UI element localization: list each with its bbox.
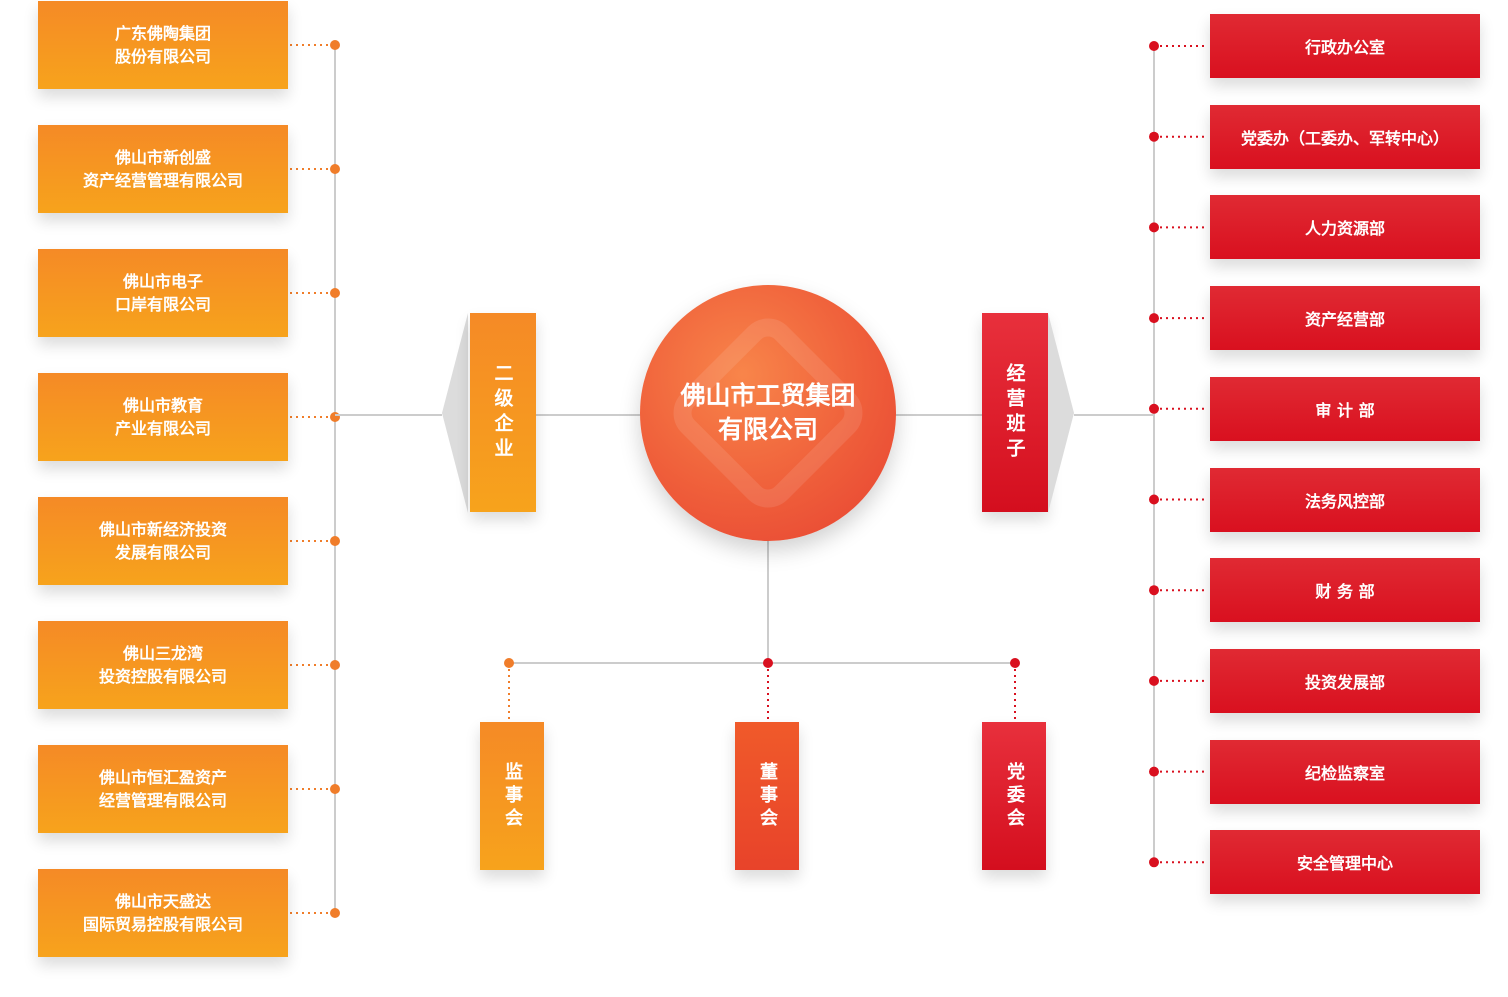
right-hub-management-team[interactable]: 经营班子 bbox=[982, 313, 1048, 512]
subsidiary-name-line1: 佛山市电子 bbox=[122, 272, 203, 291]
department-node-dot bbox=[1149, 41, 1159, 51]
department-node-dot bbox=[1149, 494, 1159, 505]
department-box[interactable]: 人力资源部 bbox=[1210, 195, 1480, 260]
subsidiary-name-line1: 广东佛陶集团 bbox=[114, 24, 211, 43]
department-box[interactable]: 投资发展部 bbox=[1210, 648, 1480, 713]
department-name: 行政办公室 bbox=[1304, 38, 1385, 57]
subsidiary-name-line2: 国际贸易控股有限公司 bbox=[82, 915, 243, 934]
left-hub-arrow bbox=[442, 313, 468, 513]
right-hub-arrow bbox=[1048, 313, 1074, 513]
department-name: 安全管理中心 bbox=[1296, 854, 1393, 874]
subsidiary-name-line1: 佛山市恒汇盈资产 bbox=[98, 768, 227, 787]
department-name: 党委办（工委办、军转中心） bbox=[1240, 128, 1449, 148]
department-box[interactable]: 法务风控部 bbox=[1210, 467, 1480, 532]
board-node-dot bbox=[763, 658, 773, 668]
department-node-dot bbox=[1149, 403, 1159, 414]
subsidiary-name-line1: 佛山市新经济投资 bbox=[98, 520, 227, 539]
department-name: 审 计 部 bbox=[1315, 400, 1375, 420]
department-node-dot bbox=[1149, 675, 1159, 686]
subsidiary-node-dot bbox=[330, 164, 340, 174]
department-node-dot bbox=[1149, 131, 1159, 142]
subsidiary-node-dot bbox=[330, 536, 340, 546]
subsidiary-node-dot bbox=[330, 784, 340, 794]
board-directors[interactable]: 董事会 bbox=[735, 722, 799, 870]
subsidiary-name-line2: 资产经营管理有限公司 bbox=[82, 171, 243, 190]
subsidiary-name-line1: 佛山市天盛达 bbox=[114, 892, 211, 911]
department-name: 纪检监察室 bbox=[1304, 763, 1385, 783]
subsidiary-box[interactable]: 广东佛陶集团股份有限公司 bbox=[38, 1, 288, 89]
department-name: 投资发展部 bbox=[1304, 672, 1385, 692]
department-name: 法务风控部 bbox=[1304, 491, 1385, 511]
board-label: 党委会 bbox=[1004, 761, 1025, 831]
subsidiary-box[interactable]: 佛山市教育产业有限公司 bbox=[38, 373, 288, 461]
board-party-committee[interactable]: 党委会 bbox=[982, 722, 1046, 870]
center-line1: 佛山市工贸集团 bbox=[680, 381, 856, 410]
department-box[interactable]: 财 务 部 bbox=[1210, 558, 1480, 623]
department-box[interactable]: 审 计 部 bbox=[1210, 376, 1480, 441]
subsidiary-node-dot bbox=[330, 660, 340, 670]
department-node-dot bbox=[1149, 766, 1159, 777]
department-box[interactable]: 纪检监察室 bbox=[1210, 739, 1480, 804]
board-node-dot bbox=[504, 658, 514, 668]
center-line2: 有限公司 bbox=[717, 415, 818, 444]
subsidiary-name-line2: 投资控股有限公司 bbox=[98, 667, 227, 686]
subsidiary-box[interactable]: 佛山市新经济投资发展有限公司 bbox=[38, 497, 288, 585]
subsidiary-box[interactable]: 佛山市恒汇盈资产经营管理有限公司 bbox=[38, 745, 288, 833]
subsidiary-name-line2: 口岸有限公司 bbox=[114, 295, 211, 314]
board-supervisors[interactable]: 监事会 bbox=[480, 722, 544, 870]
subsidiary-name-line2: 发展有限公司 bbox=[114, 543, 211, 562]
department-name: 人力资源部 bbox=[1304, 219, 1385, 239]
department-node-dot bbox=[1149, 857, 1159, 868]
board-label: 董事会 bbox=[757, 761, 778, 831]
subsidiary-box[interactable]: 佛山市新创盛资产经营管理有限公司 bbox=[38, 125, 288, 213]
department-name: 资产经营部 bbox=[1304, 310, 1385, 330]
subsidiary-node-dot bbox=[330, 288, 340, 298]
department-name: 财 务 部 bbox=[1315, 582, 1375, 602]
subsidiary-name-line2: 股份有限公司 bbox=[114, 47, 211, 66]
subsidiary-box[interactable]: 佛山市电子口岸有限公司 bbox=[38, 249, 288, 337]
group-company-circle[interactable]: 佛山市工贸集团 有限公司 bbox=[640, 285, 896, 541]
department-box[interactable]: 安全管理中心 bbox=[1210, 830, 1480, 895]
department-node-dot bbox=[1149, 585, 1159, 596]
subsidiary-box[interactable]: 佛山三龙湾投资控股有限公司 bbox=[38, 621, 288, 709]
department-box[interactable]: 党委办（工委办、军转中心） bbox=[1210, 104, 1480, 169]
subsidiary-name-line2: 产业有限公司 bbox=[114, 419, 211, 438]
subsidiary-node-dot bbox=[330, 40, 340, 50]
left-hub-label: 二级企业 bbox=[491, 362, 514, 463]
subsidiary-name-line1: 佛山市新创盛 bbox=[114, 148, 211, 167]
department-node-dot bbox=[1149, 313, 1159, 324]
subsidiary-name-line1: 佛山三龙湾 bbox=[122, 644, 203, 663]
left-hub-second-tier-enterprises[interactable]: 二级企业 bbox=[470, 313, 536, 512]
department-box[interactable]: 资产经营部 bbox=[1210, 286, 1480, 351]
subsidiary-node-dot bbox=[330, 412, 340, 422]
right-hub-label: 经营班子 bbox=[1003, 362, 1026, 463]
department-node-dot bbox=[1149, 222, 1159, 233]
subsidiary-node-dot bbox=[330, 908, 340, 918]
department-box[interactable]: 行政办公室 bbox=[1210, 14, 1480, 78]
subsidiary-name-line1: 佛山市教育 bbox=[122, 396, 203, 415]
subsidiary-box[interactable]: 佛山市天盛达国际贸易控股有限公司 bbox=[38, 869, 288, 957]
board-label: 监事会 bbox=[502, 761, 523, 831]
subsidiary-name-line2: 经营管理有限公司 bbox=[98, 791, 227, 810]
board-node-dot bbox=[1010, 658, 1020, 668]
